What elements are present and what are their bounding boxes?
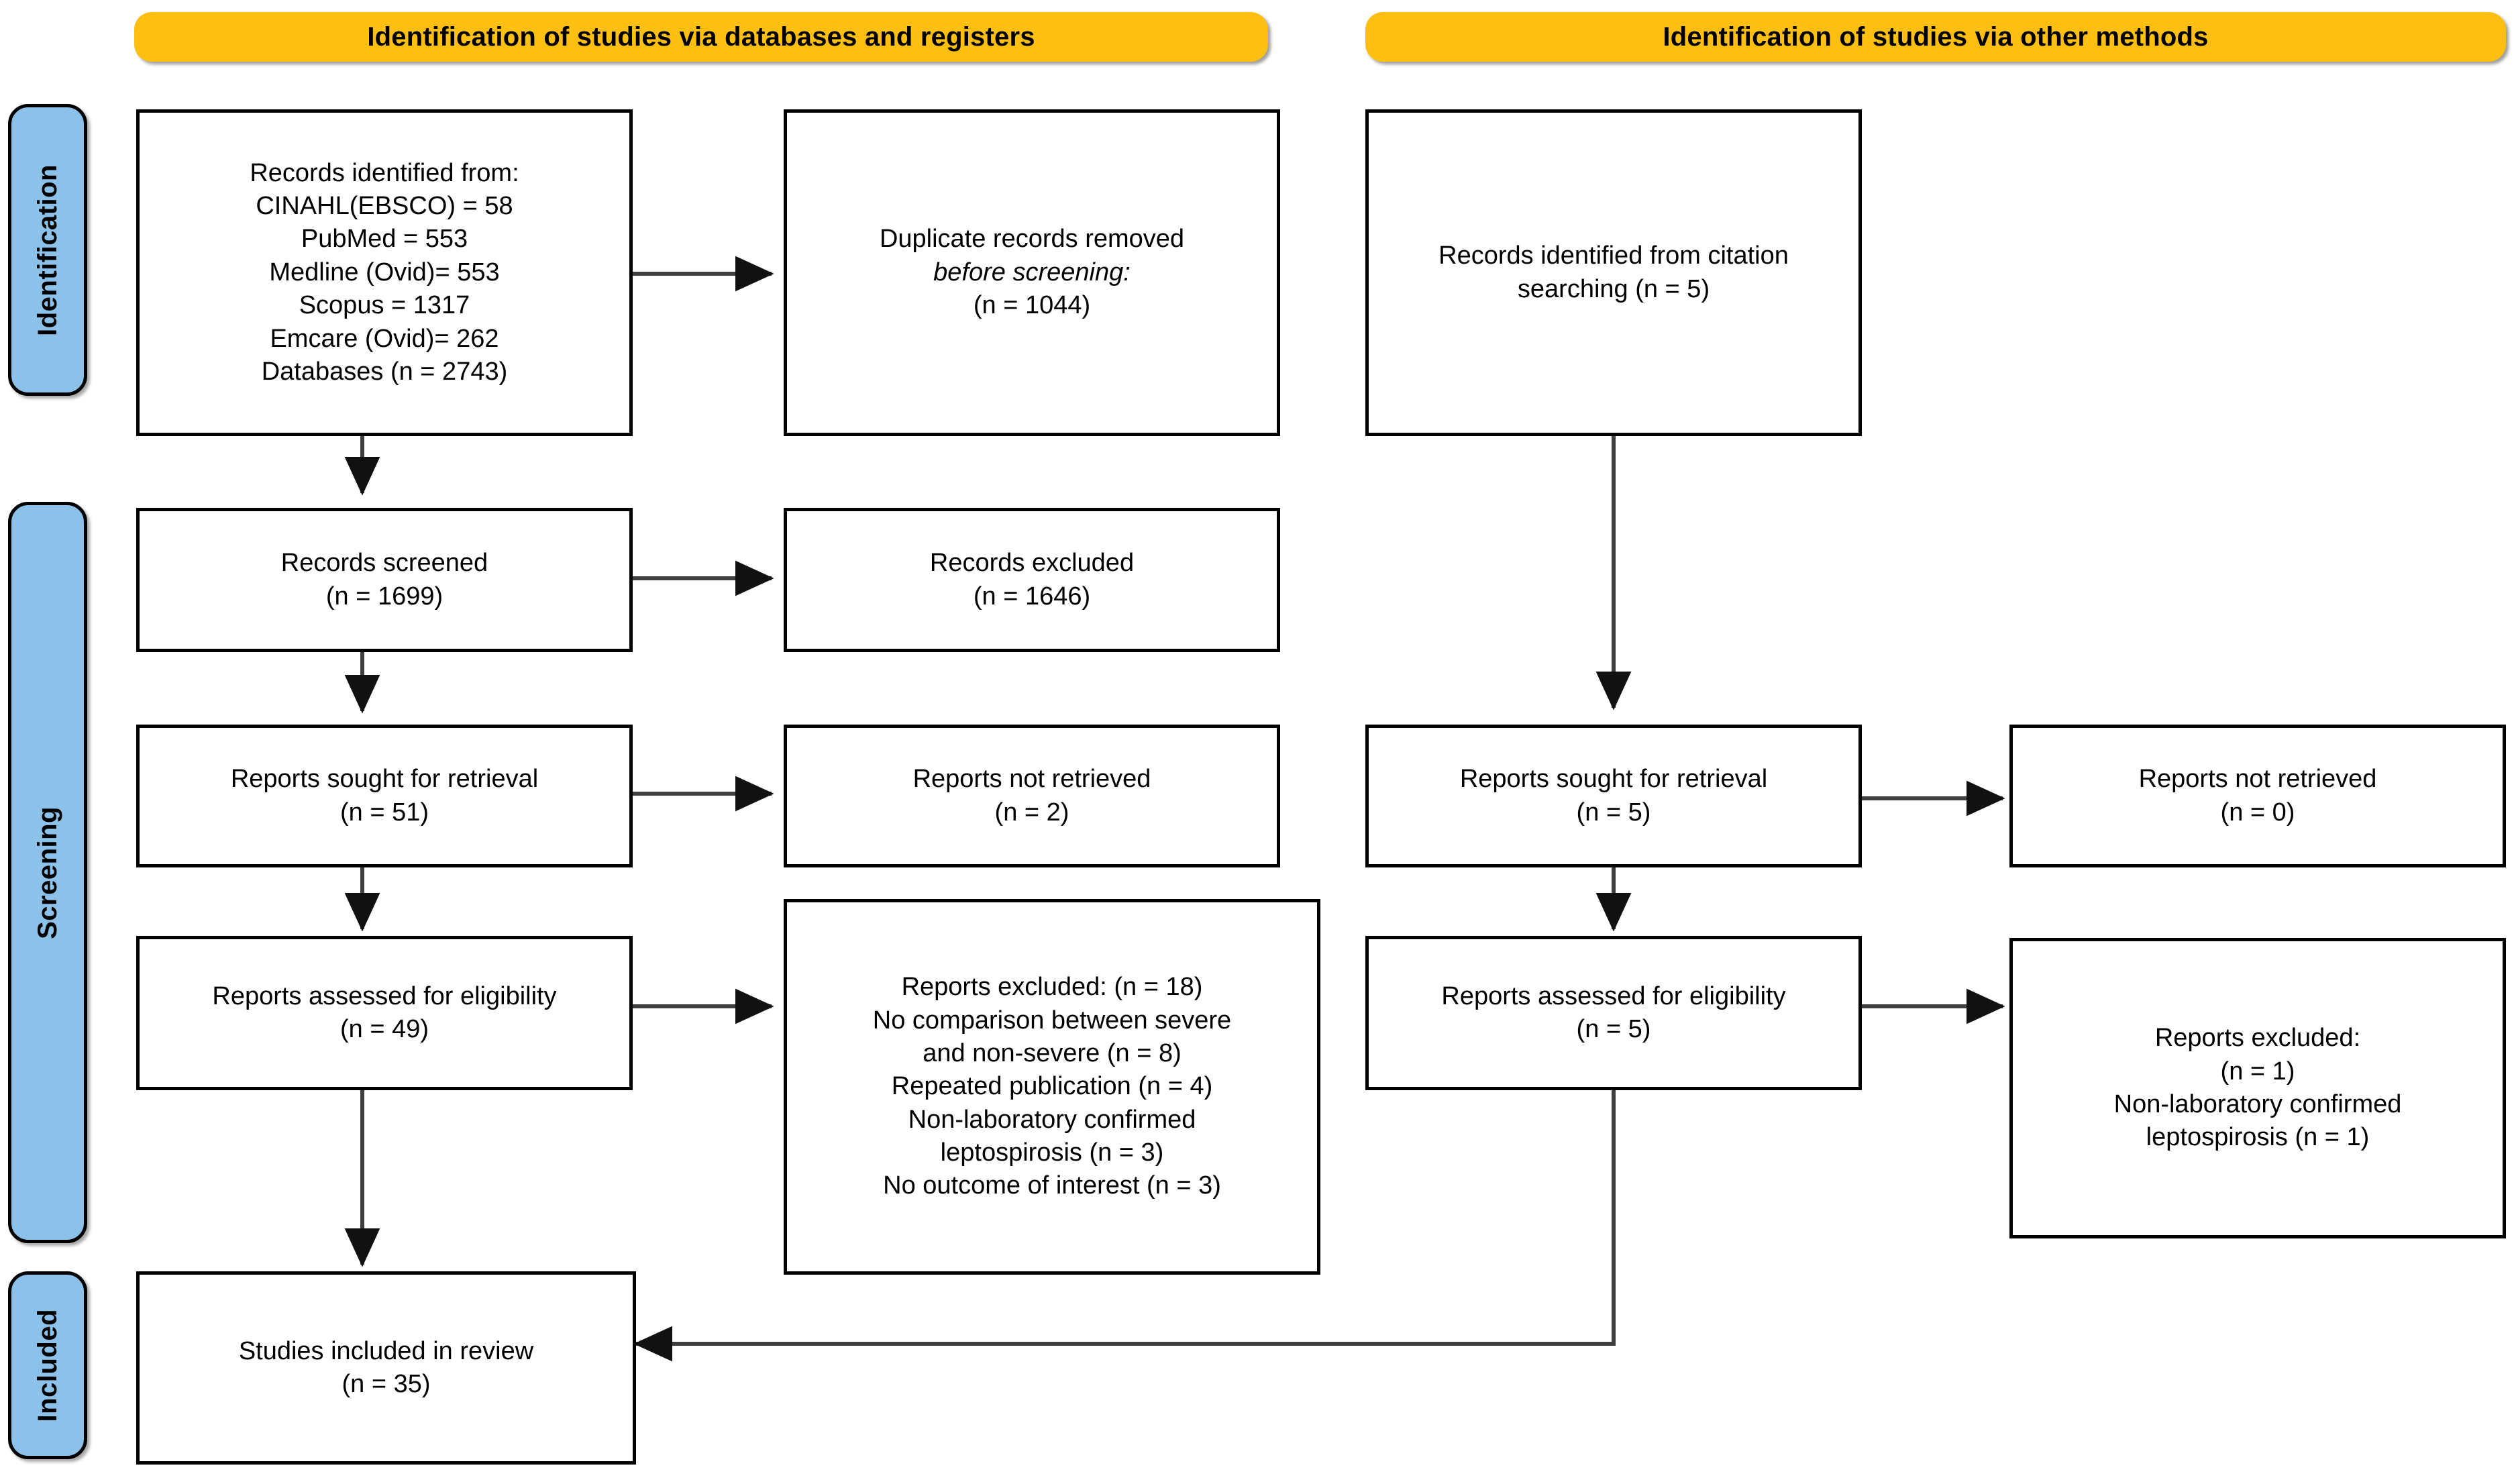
node-records-excluded-text: Records excluded (n = 1646) [929,549,1135,611]
node-reports-assessed-other-text: Reports assessed for eligibility (n = 5) [1441,982,1786,1043]
banner-other-methods: Identification of studies via other meth… [1365,12,2506,62]
node-reports-not-retrieved-other-text: Reports not retrieved (n = 0) [2138,765,2377,827]
node-records-screened-text: Records screened (n = 1699) [280,549,488,611]
node-studies-included: Studies included in review (n = 35) [136,1271,636,1465]
phase-label-identification: Identification [8,104,87,396]
node-reports-assessed-databases: Reports assessed for eligibility (n = 49… [136,936,633,1090]
node-reports-excluded-other-text: Reports excluded: (n = 1) Non-laboratory… [2113,1024,2402,1152]
phase-label-included: Included [8,1271,87,1459]
node-records-excluded: Records excluded (n = 1646) [784,508,1280,652]
node-reports-assessed-db-text: Reports assessed for eligibility (n = 49… [212,982,557,1043]
node-duplicate-records-removed: Duplicate records removed before screeni… [784,109,1280,436]
node-records-screened: Records screened (n = 1699) [136,508,633,652]
node-studies-included-text: Studies included in review (n = 35) [238,1336,534,1398]
node-reports-excluded-databases: Reports excluded: (n = 18) No comparison… [784,899,1320,1275]
node-records-identified-text: Records identified from: CINAHL(EBSCO) =… [250,158,519,386]
node-reports-sought-databases: Reports sought for retrieval (n = 51) [136,725,633,867]
phase-label-screening: Screening [8,502,87,1243]
node-reports-assessed-other: Reports assessed for eligibility (n = 5) [1365,936,1862,1090]
node-reports-not-retrieved-db-text: Reports not retrieved (n = 2) [912,765,1151,827]
node-records-citation-searching: Records identified from citation searchi… [1365,109,1862,436]
node-reports-not-retrieved-databases: Reports not retrieved (n = 2) [784,725,1280,867]
banner-other-label: Identification of studies via other meth… [1663,21,2209,52]
banner-databases-registers: Identification of studies via databases … [134,12,1268,62]
node-records-citation-text: Records identified from citation searchi… [1438,242,1789,303]
phase-identification-text: Identification [32,164,62,336]
node-reports-not-retrieved-other: Reports not retrieved (n = 0) [2009,725,2506,867]
phase-screening-text: Screening [32,806,62,939]
node-reports-excluded-db-text: Reports excluded: (n = 18) No comparison… [872,973,1232,1200]
node-duplicates-text: Duplicate records removed before screeni… [879,225,1185,320]
phase-included-text: Included [32,1308,62,1422]
banner-databases-label: Identification of studies via databases … [367,21,1035,52]
node-reports-excluded-other: Reports excluded: (n = 1) Non-laboratory… [2009,938,2506,1238]
node-reports-sought-other-text: Reports sought for retrieval (n = 5) [1459,765,1768,827]
node-reports-sought-db-text: Reports sought for retrieval (n = 51) [230,765,539,827]
node-records-identified: Records identified from: CINAHL(EBSCO) =… [136,109,633,436]
node-reports-sought-other: Reports sought for retrieval (n = 5) [1365,725,1862,867]
